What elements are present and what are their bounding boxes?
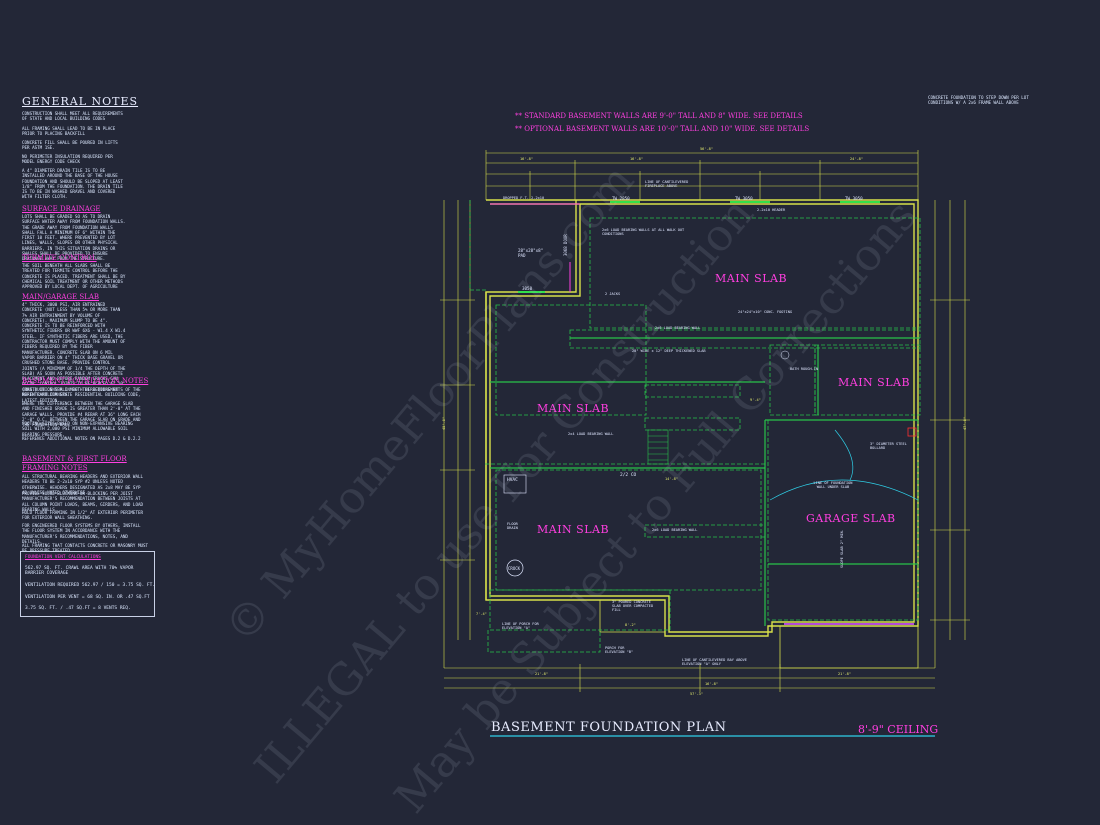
beams (490, 203, 580, 292)
plan-title: BASEMENT FOUNDATION PLAN (491, 720, 727, 735)
bollard-leader (834, 429, 854, 481)
dim-bot-b: 16'-8" (705, 682, 718, 686)
dim-top-b: 16'-8" (630, 157, 643, 161)
conc-footing-label: 24"x24"x10" CONC. FOOTING (738, 310, 793, 314)
basement-note-3: FOOTING SIZES BASED ON NON-EXPANSIVE BEA… (22, 421, 133, 437)
bath-fixture (780, 350, 790, 360)
windows (518, 201, 914, 625)
cantilever-bay-label: LINE OF CANTILEVERED BAY ABOVE ELEVATION… (682, 658, 747, 666)
wall-note-walkout: 2x6 LOAD BEARING WALLS AT ALL WALK OUT C… (602, 228, 685, 236)
dim-top-c: 24'-8" (850, 157, 863, 161)
dim-porch-depth: 7'-4" (476, 612, 487, 616)
dim-top-overall: 56'-8" (700, 147, 713, 151)
ceiling-height: 8'-9" CEILING (858, 723, 939, 736)
optional-wall-note: ** OPTIONAL BASEMENT WALLS ARE 10'-0" TA… (515, 125, 810, 133)
termite-control-body: THE SOIL BENEATH ALL SLABS SHALL BE TREA… (22, 263, 126, 290)
stairs (647, 429, 669, 465)
general-notes-title: GENERAL NOTES (22, 95, 139, 108)
steel-bollard (907, 427, 917, 437)
header-label: 2-2x10 HEADER (757, 208, 786, 212)
vent-calc-line-2: VENTILATION REQUIRED 562.97 / 150 = 3.75… (25, 583, 156, 588)
basement-foundation-notes-heading: BASEMENT FOUNDATION NOTES (22, 377, 149, 385)
general-notes-intro: CONSTRUCTION SHALL MEET ALL REQUIREMENTS… (22, 111, 123, 122)
window-tw3050-b: TW 3050 (845, 196, 863, 201)
vent-calc-line-4: 3.75 SQ. FT. / .47 SQ.FT = 8 VENTS REQ. (25, 606, 131, 611)
framing-note-5: ALL FRAMING THAT CONTACTS CONCRETE OR MA… (22, 543, 149, 554)
basement-note-1: CONSTRUCTION SHALL MEET THE REQUIREMENTS… (22, 387, 141, 403)
floor-drain-label: FLOOR DRAIN (507, 522, 518, 530)
surface-drainage-body: LOTS SHALL BE GRADED SO AS TO DRAIN SURF… (22, 214, 126, 262)
surface-drainage-heading: SURFACE DRAINAGE (22, 205, 101, 213)
thickened-slab-label: 20" WIDE x 12" DEEP THICKENED SLAB (632, 349, 706, 353)
room-label-main-slab-1: MAIN SLAB (715, 272, 788, 285)
basement-note-4: REFERENCE ADDITIONAL NOTES ON PAGES D.2 … (22, 436, 141, 441)
dim-mid-a: 14'-8" (665, 477, 678, 481)
main-garage-slab-heading: MAIN/GARAGE SLAB (22, 293, 100, 301)
framing-note-3: HOLD FLOOR FRAMING IN 1/2" AT EXTERIOR P… (22, 510, 144, 521)
pad-label: 28"x28"x8" PAD (518, 248, 544, 258)
hvac-unit (503, 474, 527, 494)
framing-note-4: FOR ENGINEERED FLOOR SYSTEMS BY OTHERS, … (22, 523, 141, 544)
hvac-label: HVAC (507, 478, 518, 483)
co-label: 2/2 CO (620, 473, 637, 478)
framing-note-1: ALL STRUCTURAL BEARING HEADERS AND EXTER… (22, 474, 144, 495)
framing-note-2: PROVIDE SOLID BLOCKING OR BLOCKING PER J… (22, 491, 144, 512)
room-label-main-slab-3: MAIN SLAB (537, 402, 610, 415)
general-note-3: NO PERIMETER INSULATION REQUIRED PER MOD… (22, 154, 113, 165)
window-3050: 3050 (522, 286, 533, 291)
jacks-label: 2 JACKS (605, 292, 621, 296)
general-note-1: ALL FRAMING SHALL LEAD TO BE IN PLACE PR… (22, 126, 116, 137)
room-label-main-slab-4: MAIN SLAB (537, 523, 610, 536)
window-tw3050-a: TW 3050 (735, 196, 753, 201)
bath-rough-in-label: BATH ROUGH-IN (790, 367, 819, 371)
fireplace-label: LINE OF CANTILEVERED FIREPLACE ABOVE (645, 180, 689, 188)
termite-control-heading: TERMITE CONTROL (22, 254, 97, 262)
interior-walls (490, 337, 920, 626)
vent-calc-line-3: VENTILATION PER VENT = 68 SQ. IN. OR .47… (25, 595, 150, 600)
corner-step-down-note: CONCRETE FOUNDATION TO STEP DOWN PER LOT… (928, 95, 1029, 106)
foundation-line-label: LINE OF FOUNDATION WALL UNDER SLAB (813, 481, 853, 489)
general-note-2: CONCRETE FILL SHALL BE POURED IN LIFTS P… (22, 140, 118, 151)
dim-porch-width: 8'-2" (625, 623, 636, 627)
wall-note-2x4: 2x4 LOAD BEARING WALL (568, 432, 614, 436)
basement-note-2: WHERE THE DIFFERENCE BETWEEN THE GARAGE … (22, 401, 141, 428)
slope-slab-label: SLOPE SLAB 2" MIN. (840, 529, 844, 568)
room-label-garage-slab: GARAGE SLAB (806, 512, 896, 525)
dim-bot-c: 21'-8" (838, 672, 851, 676)
crock-circle (506, 559, 524, 577)
dim-bot-overall: 57'-3" (690, 692, 703, 696)
general-note-4: A 4" DIAMETER DRAIN TILE IS TO BE INSTAL… (22, 168, 123, 200)
dim-top-a: 16'-8" (520, 157, 533, 161)
framing-heading-1: BASEMENT & FIRST FLOOR (22, 455, 127, 463)
vent-calc-line-1: 562.97 SQ. FT. CRAWL AREA WITH 70% VAPOR… (25, 566, 134, 577)
dim-right-overall: 47'-0" (963, 417, 967, 430)
main-garage-slab-body: 4" THICK, 3000 PSI, AIR ENTRAINED CONCRE… (22, 302, 126, 398)
dimension-ticks (440, 150, 970, 692)
room-label-main-slab-2: MAIN SLAB (838, 376, 911, 389)
porch-b-label: PORCH FOR ELEVATION "B" (605, 646, 634, 654)
porch-a-label: LINE OF PORCH FOR ELEVATION "A" (502, 622, 539, 630)
poured-slab-label: 3" POURED CONCRETE SLAB OVER COMPACTED F… (612, 600, 654, 612)
window-tw2850: TW 2850 (612, 196, 630, 201)
vent-calc-title: FOUNDATION VENT CALCULATIONS (25, 555, 101, 560)
dropped-beam-label: DROPPED F.T. 2-2x10 (503, 196, 545, 200)
vent-calculation-box (20, 551, 155, 617)
dim-bot-a: 21'-8" (535, 672, 548, 676)
framing-heading-2: FRAMING NOTES (22, 464, 88, 472)
dim-mid-b: 9'-4" (750, 398, 761, 402)
standard-wall-note: ** STANDARD BASEMENT WALLS ARE 9'-0" TAL… (515, 112, 803, 120)
crock-label: CROCK (508, 566, 521, 571)
garage-leader-arc (769, 479, 919, 501)
wall-note-2x6-low: 2x6 LOAD BEARING WALL (652, 528, 698, 532)
bollard-label: 3" DIAMETER STEEL BOLLARD (870, 442, 907, 450)
wall-note-2x6-mid: 2x6 LOAD BEARING WALL (655, 326, 701, 330)
